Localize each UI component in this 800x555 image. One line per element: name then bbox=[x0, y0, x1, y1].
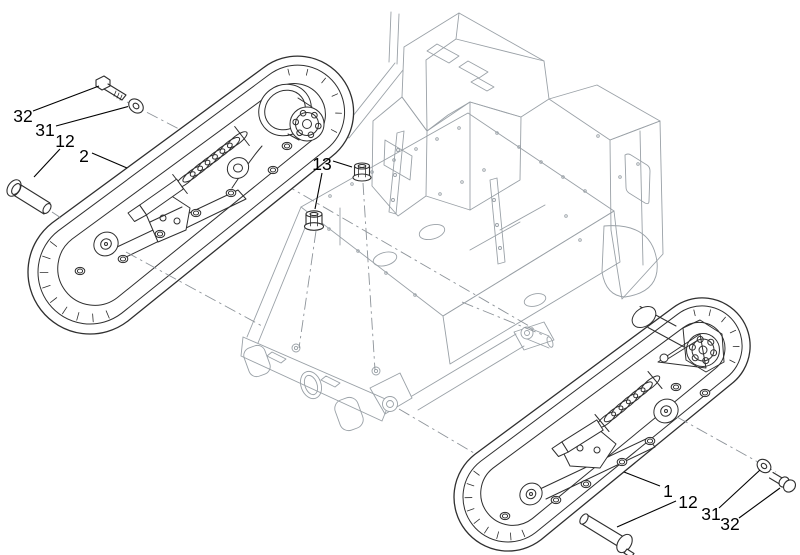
track-assembly-right bbox=[453, 297, 751, 552]
callout-label-32-left: 32 bbox=[13, 106, 32, 126]
callout-label-31-right: 31 bbox=[701, 504, 720, 524]
callout-label-31-left: 31 bbox=[35, 120, 54, 140]
leader-line-31-left bbox=[55, 105, 129, 127]
callout-label-12-right: 12 bbox=[678, 492, 697, 512]
washer-upper-left bbox=[128, 98, 144, 114]
frame-holes bbox=[327, 126, 640, 297]
callout-label-32-right: 32 bbox=[720, 514, 739, 534]
clevis-pin-lower-right bbox=[579, 513, 635, 555]
leader-line-13-b bbox=[314, 172, 323, 210]
flange-bolts-left bbox=[74, 141, 293, 276]
callouts bbox=[32, 85, 781, 528]
leader-line-12-right bbox=[616, 500, 677, 528]
leader-line-12-left bbox=[33, 148, 61, 178]
idler-wheel-left bbox=[93, 231, 119, 257]
leader-line-13-a bbox=[332, 160, 353, 168]
leader-line-32-left bbox=[32, 85, 100, 112]
leader-line-31-right bbox=[718, 469, 761, 509]
leader-line-2 bbox=[91, 152, 128, 169]
drive-sprocket-left bbox=[258, 83, 325, 142]
leader-line-32-right bbox=[738, 487, 781, 519]
clevis-pin-left bbox=[6, 179, 52, 215]
hex-bolt-lower-right bbox=[768, 471, 797, 493]
leader-line-1 bbox=[623, 471, 661, 487]
idler-wheel-right-lower bbox=[519, 482, 543, 506]
callout-label-2: 2 bbox=[79, 146, 89, 166]
flange-nut-center-right bbox=[352, 162, 372, 182]
hex-bolt-upper-left bbox=[95, 75, 127, 101]
flange-bolts-right bbox=[499, 382, 711, 521]
callout-label-13: 13 bbox=[312, 154, 331, 174]
track-assembly-left bbox=[27, 55, 355, 335]
callout-label-12-left: 12 bbox=[55, 131, 74, 151]
phantom-axis-lines-under bbox=[283, 182, 544, 371]
idler-wheel-right-upper bbox=[653, 398, 679, 424]
drive-motor-right bbox=[631, 306, 685, 348]
flange-nut-center-left bbox=[303, 210, 325, 231]
callout-label-1: 1 bbox=[663, 481, 673, 501]
chassis-frame bbox=[240, 11, 664, 432]
